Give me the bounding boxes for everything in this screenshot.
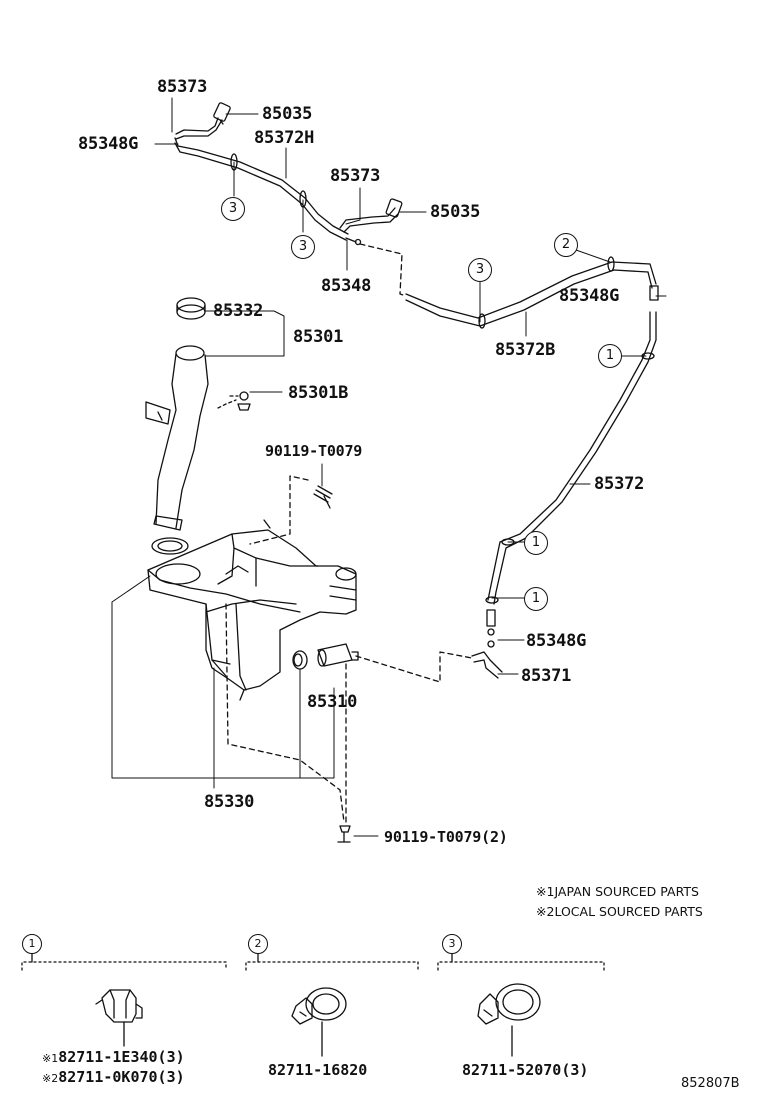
part-label-85332: 85332 <box>213 301 264 321</box>
callout-clip-3: 3 <box>468 258 492 282</box>
part-label-90119-bottom: 90119-T0079(2) <box>384 828 508 846</box>
clip-1-part-local: ※282711-0K070(3) <box>42 1068 185 1088</box>
note-mark-2: ※2 <box>536 904 555 919</box>
bolt-90119-bottom <box>337 825 351 843</box>
callout-clip-1: 1 <box>524 587 548 611</box>
elbow-85371 <box>471 651 503 679</box>
diagram-reference-code: 852807B <box>681 1076 740 1091</box>
bolt-90119-top <box>313 485 333 509</box>
note-japan-text: JAPAN SOURCED PARTS <box>554 884 699 899</box>
hose-85372 <box>485 311 657 648</box>
callout-clip-1: 1 <box>598 344 622 368</box>
part-label-85372h: 85372H <box>254 128 315 148</box>
hose-85372b <box>405 256 659 329</box>
part-label-85348g-lower: 85348G <box>526 631 587 651</box>
part-label-85301: 85301 <box>293 327 344 347</box>
clip-1-part-japan: ※182711-1E340(3) <box>42 1048 185 1068</box>
part-label-85348: 85348 <box>321 276 372 296</box>
part-label-85301b: 85301B <box>288 383 349 403</box>
clip-icon-2 <box>291 987 347 1025</box>
clip-icon-3 <box>477 983 541 1025</box>
note-local-text: LOCAL SOURCED PARTS <box>554 904 703 919</box>
panel-index-1: 1 <box>22 934 42 954</box>
inlet-85301 <box>145 345 209 555</box>
part-label-85372: 85372 <box>594 474 645 494</box>
cap-85332 <box>176 297 206 320</box>
clip-1-mark-2: ※2 <box>42 1072 59 1085</box>
note-local-sourced: ※2LOCAL SOURCED PARTS <box>536 904 703 920</box>
part-label-85035-top: 85035 <box>262 104 313 124</box>
clip-panels <box>21 943 605 1057</box>
callout-clip-2: 2 <box>554 233 578 257</box>
part-label-85348g-top: 85348G <box>78 134 139 154</box>
panel-index-3: 3 <box>442 934 462 954</box>
part-label-85310: 85310 <box>307 692 358 712</box>
part-label-85035-mid: 85035 <box>430 202 481 222</box>
pump-85310 <box>292 643 359 670</box>
part-label-85348g-right: 85348G <box>559 286 620 306</box>
part-label-90119-top: 90119-T0079 <box>265 442 363 460</box>
part-label-85371: 85371 <box>521 666 572 686</box>
clip-1-part-number-japan: 82711-1E340(3) <box>58 1048 185 1066</box>
tank-85330 <box>147 519 357 701</box>
nozzle-85035-top <box>213 102 231 125</box>
note-mark-1: ※1 <box>536 884 555 899</box>
clip-3-part-number: 82711-52070(3) <box>462 1061 589 1079</box>
clip-1-part-number-local: 82711-0K070(3) <box>58 1068 185 1086</box>
clip-2-part-number: 82711-16820 <box>268 1061 368 1079</box>
hose-85373-mid <box>339 198 403 246</box>
part-label-85373-top: 85373 <box>157 77 208 97</box>
callout-clip-3: 3 <box>291 235 315 259</box>
callout-clip-3: 3 <box>221 197 245 221</box>
clip-icon-1 <box>95 989 143 1023</box>
callout-clip-1: 1 <box>524 531 548 555</box>
panel-index-2: 2 <box>248 934 268 954</box>
leader-lines <box>111 97 667 837</box>
bolt-85301b <box>237 391 251 411</box>
part-label-85373-mid: 85373 <box>330 166 381 186</box>
note-japan-sourced: ※1JAPAN SOURCED PARTS <box>536 884 699 900</box>
part-label-85330: 85330 <box>204 792 255 812</box>
clip-1-mark-1: ※1 <box>42 1052 59 1065</box>
part-label-85372b: 85372B <box>495 340 556 360</box>
